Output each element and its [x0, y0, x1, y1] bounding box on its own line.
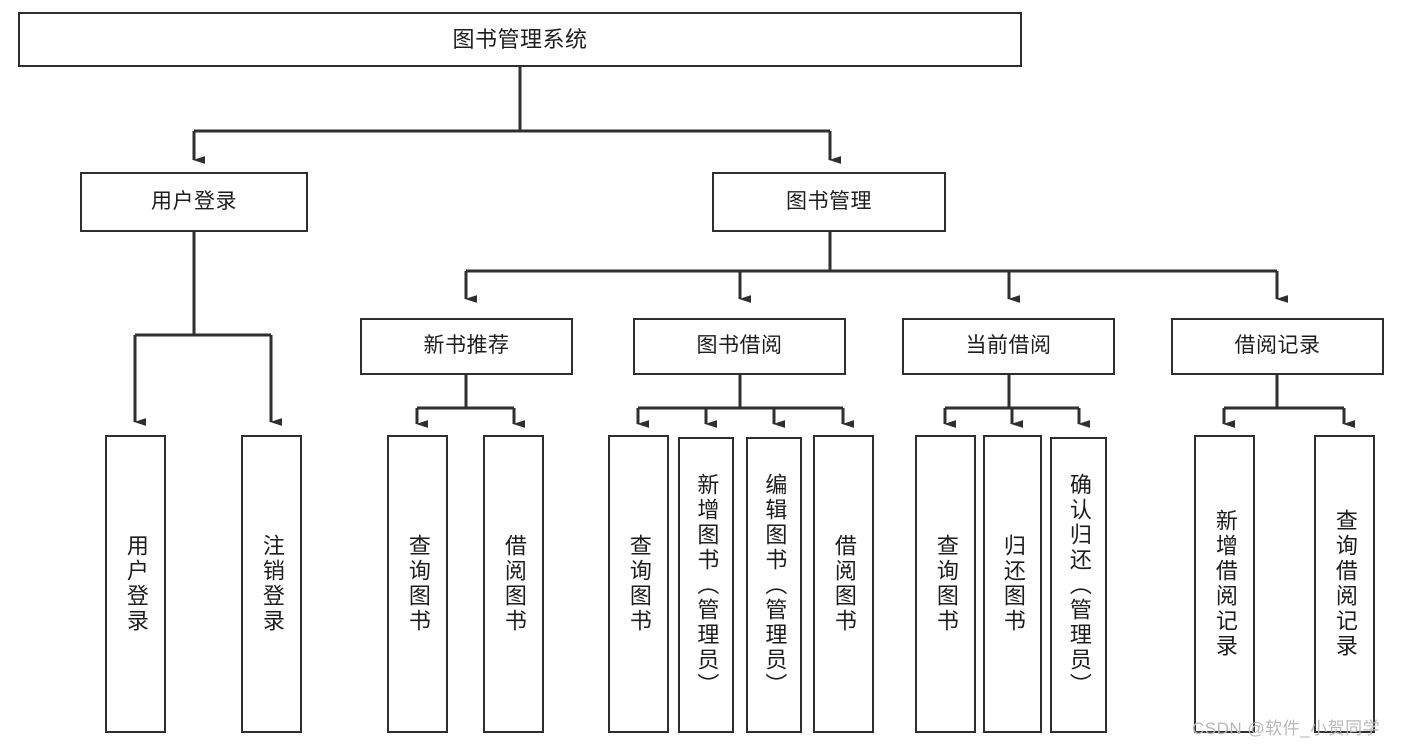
node-label: 确认归还（管理员）: [1066, 472, 1092, 698]
node-user-login[interactable]: 用户登录: [80, 172, 308, 232]
leaf-confirm-return[interactable]: 确认归还（管理员）: [1050, 437, 1107, 733]
node-book-borrow[interactable]: 图书借阅: [633, 318, 846, 375]
node-label: 编辑图书（管理员）: [762, 472, 788, 698]
node-label: 图书管理系统: [452, 26, 588, 52]
node-new-book-rec[interactable]: 新书推荐: [360, 318, 573, 375]
leaf-return-book[interactable]: 归还图书: [983, 435, 1042, 733]
node-label: 借阅图书: [831, 534, 857, 634]
leaf-query-book-current[interactable]: 查询图书: [915, 435, 976, 733]
node-label: 新增图书（管理员）: [694, 472, 720, 698]
node-label: 注销登录: [259, 534, 285, 634]
node-root-system[interactable]: 图书管理系统: [18, 12, 1022, 67]
node-label: 新书推荐: [423, 334, 510, 358]
node-label: 查询图书: [626, 534, 652, 634]
leaf-add-borrow-record[interactable]: 新增借阅记录: [1194, 435, 1255, 733]
node-book-manage[interactable]: 图书管理: [712, 172, 946, 232]
leaf-borrow-book[interactable]: 借阅图书: [813, 435, 874, 733]
node-label: 归还图书: [1000, 534, 1026, 634]
node-label: 用户登录: [151, 189, 237, 213]
node-label: 查询借阅记录: [1332, 509, 1358, 659]
leaf-query-borrow-record[interactable]: 查询借阅记录: [1314, 435, 1375, 733]
node-label: 图书管理: [786, 189, 872, 213]
watermark-csdn: CSDN @软件_小贺同学: [1192, 719, 1381, 738]
leaf-query-book-rec[interactable]: 查询图书: [387, 435, 448, 733]
node-label: 查询图书: [405, 534, 431, 634]
node-label: 借阅记录: [1234, 334, 1321, 358]
leaf-edit-book[interactable]: 编辑图书（管理员）: [746, 437, 802, 733]
leaf-add-book[interactable]: 新增图书（管理员）: [678, 437, 734, 733]
leaf-borrow-book-rec[interactable]: 借阅图书: [483, 435, 544, 733]
node-label: 用户登录: [123, 534, 149, 634]
node-label: 查询图书: [933, 534, 959, 634]
leaf-query-book-borrow[interactable]: 查询图书: [608, 435, 669, 733]
node-label: 借阅图书: [501, 534, 527, 634]
node-label: 图书借阅: [696, 334, 783, 358]
node-label: 当前借阅: [965, 334, 1052, 358]
node-label: 新增借阅记录: [1212, 509, 1238, 659]
leaf-user-login[interactable]: 用户登录: [105, 435, 166, 733]
leaf-logout-login[interactable]: 注销登录: [241, 435, 302, 733]
node-borrow-record[interactable]: 借阅记录: [1171, 318, 1384, 375]
node-current-borrow[interactable]: 当前借阅: [902, 318, 1115, 375]
